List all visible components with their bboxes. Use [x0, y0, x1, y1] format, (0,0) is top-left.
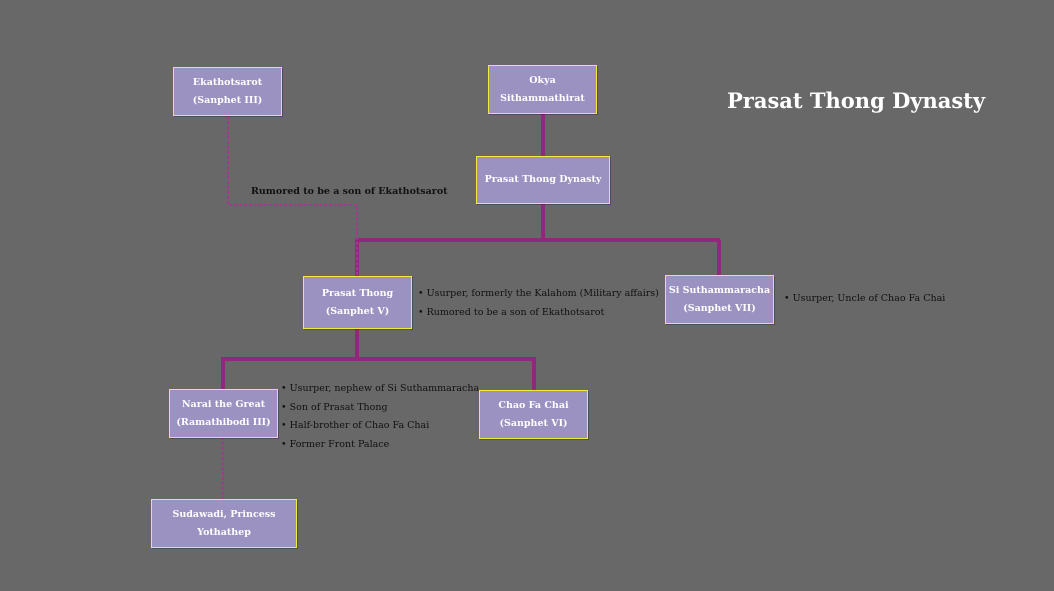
note-item: Half-brother of Chao Fa Chai	[281, 420, 479, 439]
node-label: Prasat Thong Dynasty	[484, 174, 602, 185]
si-suthammaracha-notes: Usurper, Uncle of Chao Fa Chai	[784, 293, 946, 312]
note-item: Former Front Palace	[281, 439, 479, 458]
prasat-thong-notes: Usurper, formerly the Kalahom (Military …	[418, 288, 659, 325]
dotted-connectors	[222, 116, 358, 500]
note-item: Usurper, nephew of Si Suthammaracha	[281, 383, 480, 402]
node-label: Si Suthammaracha	[668, 284, 771, 296]
node-sublabel: (Ramathibodi III)	[176, 416, 271, 428]
node-label: Ekathotsarot	[192, 76, 263, 88]
narai-notes: Usurper, nephew of Si Suthammaracha Son …	[281, 383, 480, 458]
node-prasat-thong-dynasty[interactable]: Prasat Thong Dynasty	[476, 156, 610, 204]
node-label: Chao Fa Chai	[498, 399, 569, 411]
node-si-suthammaracha[interactable]: Si Suthammaracha (Sanphet VII)	[665, 275, 774, 324]
note-item: Usurper, formerly the Kalahom (Military …	[418, 288, 659, 307]
node-label: Prasat Thong	[321, 287, 394, 299]
node-label: Okya	[529, 74, 556, 86]
node-ekathotsarot[interactable]: Ekathotsarot (Sanphet III)	[173, 67, 282, 116]
note-item: Usurper, Uncle of Chao Fa Chai	[784, 293, 946, 312]
diagram-title: Prasat Thong Dynasty	[727, 88, 986, 113]
node-sublabel: (Sanphet V)	[325, 305, 390, 317]
node-sublabel: Sithammathirat	[500, 92, 585, 104]
node-sublabel: (Sanphet VII)	[683, 302, 756, 314]
node-chao-fa-chai[interactable]: Chao Fa Chai (Sanphet VI)	[479, 390, 588, 439]
note-item: Rumored to be a son of Ekathotsarot	[418, 307, 659, 326]
rumored-annotation: Rumored to be a son of Ekathotsarot	[251, 186, 448, 197]
solid-connectors	[221, 114, 721, 390]
node-sublabel: (Sanphet VI)	[499, 417, 568, 429]
node-label: Sudawadi, Princess Yothathep	[172, 508, 276, 538]
node-prasat-thong[interactable]: Prasat Thong (Sanphet V)	[303, 276, 412, 329]
node-sublabel: (Sanphet III)	[192, 94, 263, 106]
node-sudawadi[interactable]: Sudawadi, Princess Yothathep	[151, 499, 297, 548]
note-item: Son of Prasat Thong	[281, 402, 479, 421]
node-okya-sithammathirat[interactable]: Okya Sithammathirat	[488, 65, 597, 114]
node-label: Narai the Great	[181, 398, 266, 410]
node-narai-the-great[interactable]: Narai the Great (Ramathibodi III)	[169, 389, 278, 438]
